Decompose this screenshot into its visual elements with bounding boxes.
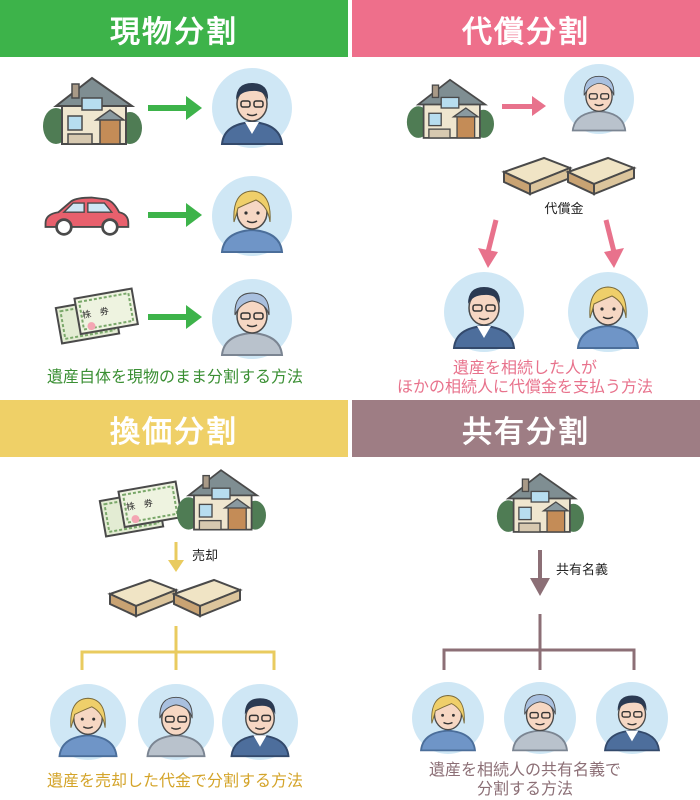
arrow-icon	[530, 550, 550, 596]
arrow-icon	[502, 96, 546, 116]
caption-line-2: 分割する方法	[476, 779, 573, 798]
money-bundle-icon	[503, 157, 635, 195]
genbutsu-illustration: 株 券	[42, 68, 292, 359]
kanka-illustration: 株 券 売却	[50, 469, 298, 760]
house-icon	[176, 469, 266, 531]
person-icon	[596, 682, 668, 754]
split-bracket	[80, 626, 276, 670]
caption-line-2: ほかの相続人に代償金を支払う方法	[396, 377, 653, 396]
panel-title: 換価分割	[0, 400, 348, 457]
person-icon	[222, 684, 298, 760]
arrow-icon	[168, 542, 184, 572]
arrow-icon	[478, 219, 499, 268]
house-icon	[406, 78, 494, 139]
caption: 遺産を売却した代金で分割する方法	[46, 771, 303, 790]
person-icon	[504, 682, 576, 754]
arrow-icon	[148, 203, 202, 227]
person-icon	[138, 684, 214, 760]
panel-kanka: 換価分割 株 券 売却 遺産を売却した代金で分割する方法	[0, 400, 350, 800]
house-icon	[496, 472, 584, 533]
panel-kyoyu: 共有分割 共有名義 遺産を相続人の共有名義で 分割する方法	[350, 400, 700, 800]
panel-title: 共有分割	[352, 400, 700, 457]
person-icon	[212, 68, 292, 148]
arrow-icon	[603, 219, 624, 268]
house-icon	[42, 77, 142, 145]
panel-title: 現物分割	[0, 0, 348, 57]
caption-line-1: 遺産を相続した人が	[452, 358, 597, 377]
panel-daisho: 代償分割 代償金 遺産を相続した人が ほかの相続人に代償金を支払う方法	[350, 0, 700, 400]
person-icon	[50, 684, 126, 760]
split-bracket	[442, 614, 636, 670]
shared-name-label: 共有名義	[556, 562, 608, 578]
caption-line-1: 遺産を相続人の共有名義で	[428, 760, 621, 779]
person-icon	[212, 176, 292, 256]
panel-title: 代償分割	[352, 0, 700, 57]
car-icon	[44, 196, 130, 236]
person-icon	[568, 272, 648, 352]
person-icon	[212, 279, 292, 359]
money-label: 代償金	[544, 201, 583, 217]
arrow-icon	[148, 305, 202, 329]
person-icon	[412, 682, 484, 754]
daisho-illustration: 代償金	[406, 64, 648, 352]
person-icon	[564, 64, 634, 134]
panel-genbutsu: 現物分割 株 券 遺産自体を現物のまま分割する方法	[0, 0, 350, 400]
person-icon	[444, 272, 524, 352]
sell-label: 売却	[192, 548, 218, 564]
caption: 遺産自体を現物のまま分割する方法	[46, 367, 303, 386]
money-bundle-icon	[109, 579, 241, 617]
kyoyu-illustration: 共有名義	[412, 472, 668, 754]
arrow-icon	[148, 96, 202, 120]
